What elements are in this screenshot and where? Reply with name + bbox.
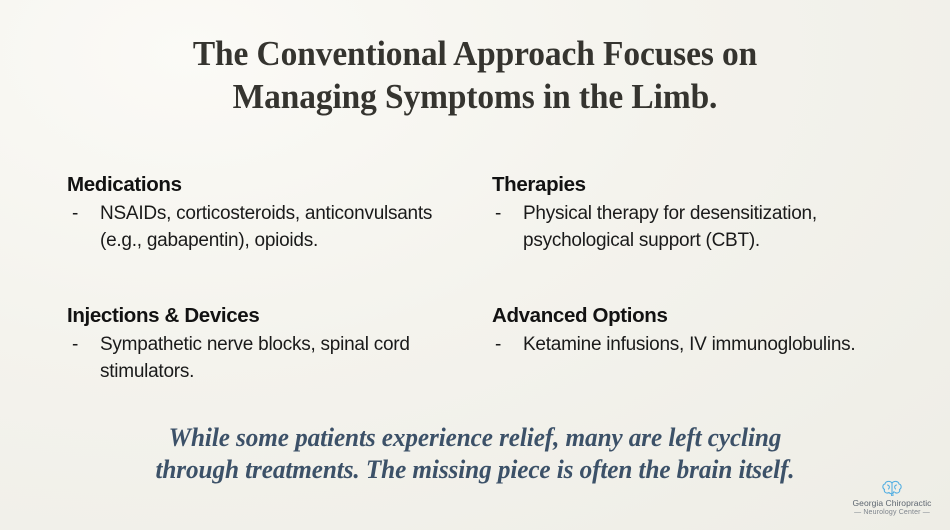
bullet-text: Sympathetic nerve blocks, spinal cord st… [100, 334, 410, 382]
section-heading-therapies: Therapies [492, 173, 586, 196]
section-injections-devices: Injections & Devices - Sympathetic nerve… [67, 303, 467, 385]
logo-name: Georgia Chiropractic [852, 498, 932, 508]
title-line-2: Managing Symptoms in the Limb. [232, 77, 718, 116]
brain-icon [882, 480, 902, 497]
section-heading-advanced-options: Advanced Options [492, 304, 668, 327]
closing-statement: While some patients experience relief, m… [0, 422, 950, 486]
closing-statement-line-2: through treatments. The missing piece is… [155, 455, 795, 484]
bullet-text: NSAIDs, corticosteroids, anticonvulsants… [100, 203, 433, 251]
content-columns: Medications - NSAIDs, corticosteroids, a… [0, 172, 950, 402]
bullet-text: Physical therapy for desensitization, ps… [523, 203, 817, 251]
title-line-1: The Conventional Approach Focuses on [192, 34, 758, 73]
bullet-dash-icon: - [495, 334, 502, 355]
list-item: - Ketamine infusions, IV immunoglobulins… [492, 331, 892, 358]
section-therapies: Therapies - Physical therapy for desensi… [492, 172, 892, 254]
bullet-dash-icon: - [72, 203, 79, 224]
list-item: - Sympathetic nerve blocks, spinal cord … [67, 331, 467, 385]
list-item: - Physical therapy for desensitization, … [492, 200, 892, 254]
bullet-text: Ketamine infusions, IV immunoglobulins. [523, 334, 856, 355]
closing-statement-line-1: While some patients experience relief, m… [168, 423, 782, 452]
logo: Georgia Chiropractic — Neurology Center … [844, 480, 940, 524]
bullet-dash-icon: - [72, 334, 79, 355]
bullet-dash-icon: - [495, 203, 502, 224]
section-advanced-options: Advanced Options - Ketamine infusions, I… [492, 303, 892, 358]
section-heading-medications: Medications [67, 173, 182, 196]
section-heading-injections-devices: Injections & Devices [67, 304, 260, 327]
logo-subtitle: — Neurology Center — [854, 509, 930, 516]
section-medications: Medications - NSAIDs, corticosteroids, a… [67, 172, 467, 254]
list-item: - NSAIDs, corticosteroids, anticonvulsan… [67, 200, 467, 254]
page-title: The Conventional Approach Focuses on Man… [0, 32, 950, 118]
